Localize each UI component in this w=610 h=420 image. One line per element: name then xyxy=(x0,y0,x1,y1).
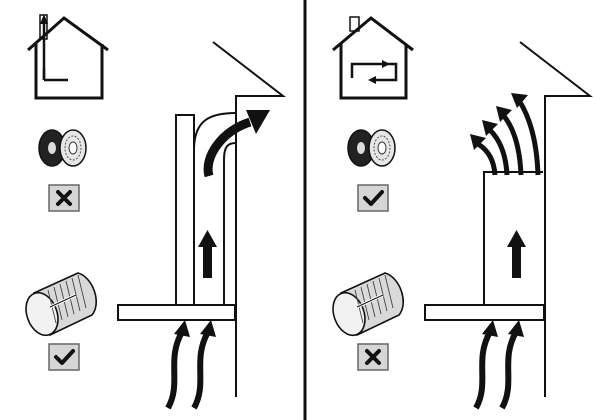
panel-recirculation xyxy=(325,16,593,408)
panel-extraction xyxy=(18,14,286,408)
flexible-duct-icon xyxy=(325,271,405,342)
airflow-arrows xyxy=(470,93,541,408)
wall xyxy=(212,41,286,397)
house-with-exhaust-duct-icon xyxy=(27,14,109,100)
charcoal-filter-icon xyxy=(347,129,396,167)
check-mark-icon xyxy=(356,183,390,213)
charcoal-filter-icon xyxy=(38,129,87,167)
cross-mark-icon xyxy=(47,183,81,213)
cross-mark-icon xyxy=(356,342,390,372)
hood-chimney xyxy=(175,112,237,305)
hood-canopy xyxy=(424,304,545,321)
house-with-recirculation-loop-icon xyxy=(332,16,414,100)
wall xyxy=(519,41,593,397)
hood-canopy xyxy=(117,304,236,321)
flexible-duct-icon xyxy=(18,271,98,342)
check-mark-icon xyxy=(47,342,81,372)
airflow-arrows xyxy=(168,110,270,408)
